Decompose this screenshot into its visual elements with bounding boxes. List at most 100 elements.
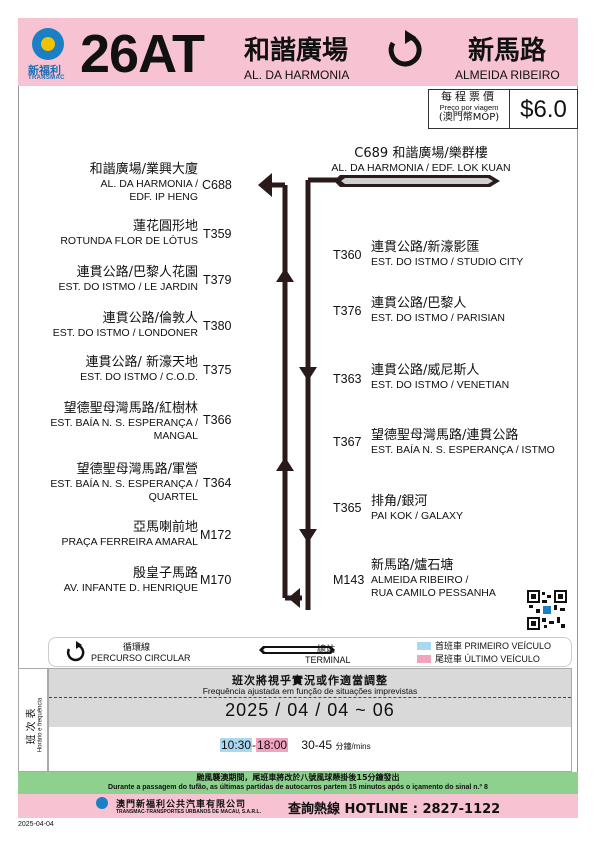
stop-name-cn: 和諧廣場/業興大廈	[89, 162, 198, 177]
stop-name-pt: EST. BAÍA N. S. ESPERANÇA /	[50, 478, 198, 490]
stop-name-cn: 新馬路/爐石塘	[371, 558, 454, 573]
stop-t365: 排角/銀河 PAI KOK / GALAXY	[371, 494, 576, 523]
legend-terminal-pt: TERMINAL	[305, 655, 351, 665]
stop-name-pt: MANGAL	[153, 430, 198, 442]
footer: 澳門新福利公共汽車有限公司 TRANSMAC-TRANSPORTES URBAN…	[18, 794, 578, 818]
legend-first-pt: PRIMEIRO VEÍCULO	[464, 641, 552, 651]
stop-code: M170	[200, 573, 232, 587]
frequency: 30-45	[301, 738, 333, 752]
stop-name-pt: RUA CAMILO PESSANHA	[371, 587, 496, 599]
qr-code-icon[interactable]	[527, 590, 567, 630]
notice-pt: Frequência ajustada em função de situaçõ…	[202, 686, 418, 696]
brand-en: TRANSMAC	[28, 75, 65, 81]
stop-code: M143	[333, 573, 365, 587]
stop-code: T365	[333, 501, 362, 515]
stop-name-cn: 排角/銀河	[371, 494, 428, 509]
stop-name-pt: QUARTEL	[148, 491, 198, 503]
stop-name-pt: EST. BAÍA N. S. ESPERANÇA /	[50, 417, 198, 429]
stop-name-cn: 殷皇子馬路	[132, 566, 198, 581]
stop-name-pt: EST. DO ISTMO / PARISIAN	[371, 312, 505, 324]
company-pt: TRANSMAC-TRANSPORTES URBANOS DE MACAU, S…	[116, 809, 261, 815]
stop-m170: 殷皇子馬路 AV. INFANTE D. HENRIQUE	[20, 566, 198, 595]
company-logo-icon	[96, 797, 108, 809]
stop-code: T366	[203, 413, 232, 427]
time-separator: -	[252, 738, 257, 752]
stop-code: M172	[200, 528, 232, 542]
legend-first-cn: 首班車	[435, 641, 463, 651]
stop-name-cn: 連貫公路/倫敦人	[102, 311, 198, 326]
stop-t366: 望德聖母灣馬路/紅樹林 EST. BAÍA N. S. ESPERANÇA / …	[20, 401, 198, 443]
first-bus-swatch	[417, 642, 431, 650]
stop-name-cn: 連貫公路/威尼斯人	[371, 363, 480, 378]
stop-name-cn: 望德聖母灣馬路/紅樹林	[63, 401, 198, 416]
stop-name-pt: ALMEIDA RIBEIRO /	[371, 574, 469, 586]
stop-t359: 蓮花圓形地 ROTUNDA FLOR DE LÓTUS	[20, 219, 198, 248]
print-date: 2025-04-04	[18, 821, 54, 828]
stop-code: T380	[203, 319, 232, 333]
terminal-stop-cn: 和諧廣場/樂群樓	[392, 146, 488, 161]
stop-name-pt: EST. DO ISTMO / LONDONER	[52, 327, 198, 339]
hotline: 查詢熱線 HOTLINE : 2827-1122	[288, 802, 501, 817]
legend-circular-pt: PERCURSO CIRCULAR	[91, 653, 191, 663]
timetable-side-cn: 班次表	[26, 705, 38, 745]
stop-name-pt: AV. INFANTE D. HENRIQUE	[63, 582, 198, 594]
route-number: 26AT	[80, 24, 205, 84]
legend-circular-cn: 循環線	[123, 642, 151, 652]
stop-code: T375	[203, 363, 232, 377]
stop-t363: 連貫公路/威尼斯人 EST. DO ISTMO / VENETIAN	[371, 363, 576, 392]
frequency-unit: 分鐘/mins	[335, 742, 371, 751]
stop-code: T376	[333, 304, 362, 318]
notice-cn: 班次將視乎實況或作適當調整	[232, 674, 388, 687]
stop-name-cn: 亞馬喇前地	[132, 520, 198, 535]
stop-code: T367	[333, 435, 362, 449]
company-cn: 澳門新福利公共汽車有限公司	[116, 800, 247, 810]
terminal-stop-pt: AL. DA HARMONIA / EDF. LOK KUAN	[331, 162, 511, 174]
stop-m143: 新馬路/爐石塘 ALMEIDA RIBEIRO / RUA CAMILO PES…	[371, 558, 531, 600]
legend-last-cn: 尾班車	[435, 654, 463, 664]
first-bus-time: 10:30	[220, 738, 253, 752]
stop-name-pt: EST. DO ISTMO / C.O.D.	[80, 371, 198, 383]
date-range: 2025 / 04 / 04 ~ 06	[225, 700, 395, 720]
stop-name-pt: PRAÇA FERREIRA AMARAL	[61, 536, 198, 548]
stop-code: C688	[202, 178, 232, 192]
stop-name-pt: EST. DO ISTMO / STUDIO CITY	[371, 256, 524, 268]
stop-name-cn: 連貫公路/ 新濠天地	[85, 355, 198, 370]
legend: 循環線 PERCURSO CIRCULAR 總站 TERMINAL 首班車 PR…	[48, 637, 572, 667]
stop-name-pt: AL. DA HARMONIA /	[100, 178, 198, 190]
circular-route-icon	[66, 641, 85, 662]
stop-name-cn: 連貫公路/巴黎人	[371, 296, 467, 311]
brand-cn: 新福利	[28, 64, 61, 77]
header: 新福利 TRANSMAC 26AT 和諧廣場 AL. DA HARMONIA 新…	[18, 18, 578, 86]
stop-code: T364	[203, 476, 232, 490]
fare-label-cn: 每程票價	[441, 90, 497, 103]
circular-route-icon	[388, 30, 422, 67]
stop-code: T360	[333, 248, 362, 262]
origin-pt: AL. DA HARMONIA	[244, 68, 350, 82]
timetable-header: 班次將視乎實況或作適當調整 Frequência ajustada em fun…	[49, 669, 571, 727]
transmac-logo-icon	[32, 28, 64, 60]
stop-t376: 連貫公路/巴黎人 EST. DO ISTMO / PARISIAN	[371, 296, 576, 325]
stop-t375: 連貫公路/ 新濠天地 EST. DO ISTMO / C.O.D.	[20, 355, 198, 384]
last-bus-swatch	[417, 655, 431, 663]
stop-code: T359	[203, 227, 232, 241]
timetable-side-label: 班次表 Horário e frequência	[18, 668, 48, 772]
typhoon-pt: Durante a passagem do tufão, as últimas …	[108, 784, 488, 791]
stop-t380: 連貫公路/倫敦人 EST. DO ISTMO / LONDONER	[20, 311, 198, 340]
fare-label-box: 每程票價 Preço por viagem (澳門幣MOP)	[428, 89, 510, 129]
stop-name-cn: 蓮花圓形地	[132, 219, 198, 234]
legend-terminal-cn: 總站	[317, 644, 336, 654]
stop-t367: 望德聖母灣馬路/連貫公路 EST. BAÍA N. S. ESPERANÇA /…	[371, 428, 576, 457]
origin-cn: 和諧廣場	[244, 36, 349, 66]
destination-pt: ALMEIDA RIBEIRO	[455, 68, 560, 82]
timetable-side-pt: Horário e frequência	[37, 697, 44, 753]
stop-name-pt: ROTUNDA FLOR DE LÓTUS	[60, 235, 198, 247]
stop-name-pt: EST. BAÍA N. S. ESPERANÇA / ISTMO	[371, 444, 555, 456]
timetable: 班次將視乎實況或作適當調整 Frequência ajustada em fun…	[48, 668, 572, 772]
fare-label-pt: Preço por viagem	[439, 103, 499, 112]
last-bus-time: 18:00	[256, 738, 289, 752]
legend-last-pt: ÚLTIMO VEÍCULO	[464, 654, 540, 664]
stop-name-pt: EDF. IP HENG	[129, 191, 198, 203]
destination-cn: 新馬路	[468, 36, 547, 66]
fare-currency: (澳門幣MOP)	[438, 112, 500, 123]
